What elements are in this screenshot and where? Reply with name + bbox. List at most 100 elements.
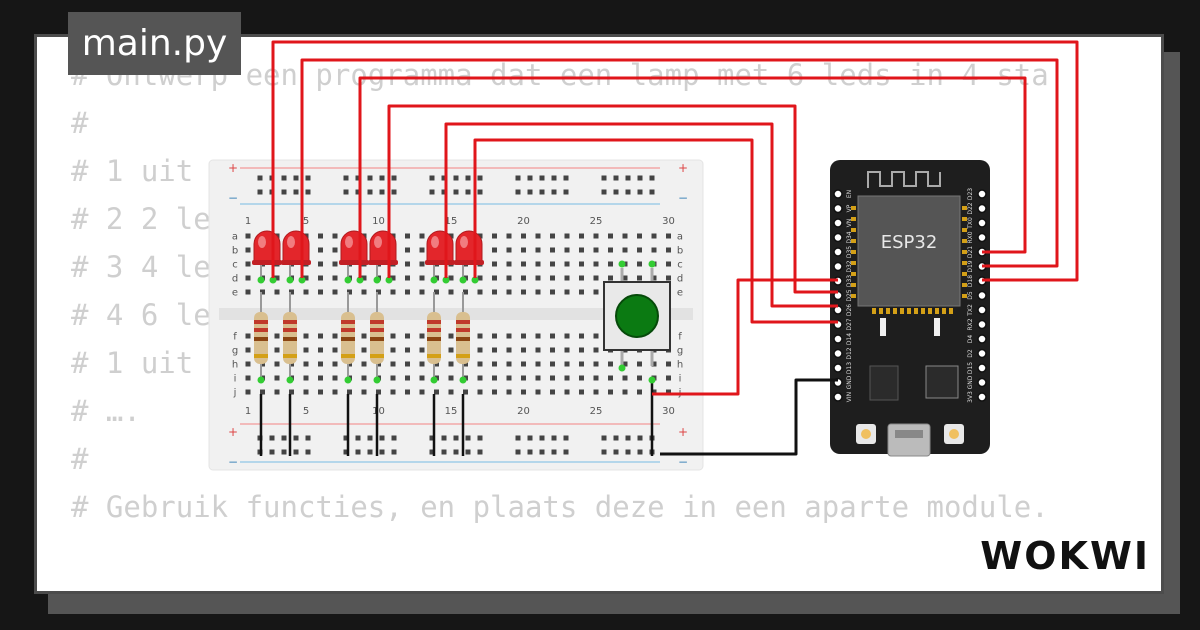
esp32-pin-label: D15 (967, 362, 974, 374)
resistor-band (427, 337, 441, 341)
resistor[interactable] (370, 312, 384, 364)
esp32-pin[interactable] (833, 232, 843, 243)
esp32-pin[interactable] (977, 363, 987, 373)
signal-wire[interactable] (387, 104, 838, 294)
rail-hole (305, 449, 311, 455)
breadboard-hole (289, 389, 294, 395)
breadboard-hole (608, 389, 613, 395)
esp32-pin-label: GND (967, 375, 974, 389)
rail-hole (551, 189, 557, 195)
rail-hole (305, 435, 311, 441)
esp32-pin[interactable] (833, 203, 843, 214)
esp32-pin[interactable] (833, 348, 843, 359)
esp32-pin[interactable] (833, 392, 843, 402)
breadboard-hole (405, 289, 410, 295)
pin-highlight (269, 276, 277, 284)
code-line[interactable]: # 3 4 le (71, 250, 211, 284)
esp32-pin[interactable] (977, 290, 987, 301)
signal-wire[interactable] (444, 122, 838, 308)
esp32-pin[interactable] (977, 232, 987, 243)
pin-highlight (373, 276, 381, 284)
breadboard-hole (521, 347, 526, 353)
breadboard-hole (318, 289, 323, 295)
breadboard-hole (593, 361, 599, 367)
rail-hole (625, 175, 631, 181)
code-line[interactable]: # (71, 442, 89, 476)
esp32-pin[interactable] (977, 319, 987, 330)
resistor[interactable] (283, 312, 297, 364)
rail-hole (613, 175, 619, 181)
breadboard-hole (347, 289, 352, 295)
esp32-pin[interactable] (833, 247, 843, 257)
rail-hole (527, 175, 533, 181)
rail-hole (367, 435, 373, 441)
breadboard-hole (477, 233, 483, 239)
esp32-chip-label: ESP32 (881, 232, 938, 253)
code-line[interactable]: # 4 6 le (71, 298, 211, 332)
column-label: 1 (245, 216, 251, 227)
gnd-wire[interactable] (660, 378, 838, 456)
push-button[interactable] (603, 260, 671, 384)
rail-hole (453, 189, 459, 195)
breadboard-hole (274, 289, 280, 295)
code-line[interactable]: # 2 2 le (71, 202, 211, 236)
components[interactable] (252, 230, 654, 456)
breadboard-hole (318, 389, 323, 395)
breadboard-hole (448, 233, 454, 239)
breadboard-hole (434, 289, 439, 295)
esp32-pin[interactable] (977, 377, 987, 388)
esp32-pin[interactable] (833, 261, 843, 272)
rail-hole (379, 449, 385, 455)
resistor[interactable] (341, 312, 355, 364)
esp32-pin[interactable] (977, 334, 987, 344)
esp32-pin[interactable] (977, 189, 987, 199)
module-pad (851, 206, 856, 210)
resistor[interactable] (254, 312, 268, 364)
wires[interactable] (271, 40, 1079, 456)
resistor-band (341, 320, 355, 324)
code-line[interactable]: # 1 uit (71, 346, 194, 380)
code-line[interactable]: # …. (71, 394, 141, 428)
code-line[interactable]: # 1 uit (71, 154, 194, 188)
resistor[interactable] (456, 312, 470, 364)
signal-wire[interactable] (652, 278, 838, 396)
esp32-pin[interactable] (977, 203, 987, 214)
esp32-pin[interactable] (833, 218, 843, 228)
module-pad (914, 308, 918, 314)
esp32-pin[interactable] (977, 348, 987, 359)
led-rim (454, 260, 484, 265)
breadboard-hole (651, 361, 657, 367)
esp32-pin[interactable] (833, 363, 843, 373)
breadboard-hole (608, 375, 613, 381)
rail-hole (441, 435, 447, 441)
code-line[interactable]: # (71, 106, 89, 140)
signal-wire[interactable] (300, 58, 1059, 278)
resistor-band (283, 328, 297, 332)
esp32-pin[interactable] (977, 305, 987, 315)
rail-hole (563, 189, 569, 195)
led-body (253, 230, 281, 263)
module-pad (851, 261, 856, 265)
esp32-pin[interactable] (977, 392, 987, 402)
breadboard-hole (448, 275, 454, 281)
signal-wire[interactable] (271, 40, 1079, 282)
esp32-pin[interactable] (833, 334, 843, 344)
row-label: h (232, 360, 238, 371)
esp32-pin[interactable] (977, 218, 987, 228)
file-tab-main-py[interactable]: main.py (68, 12, 241, 75)
row-label: d (232, 274, 238, 285)
breadboard-hole (332, 233, 338, 239)
breadboard-hole (564, 233, 570, 239)
resistor[interactable] (427, 312, 441, 364)
signal-wire[interactable] (358, 76, 1027, 278)
row-label: e (232, 288, 238, 299)
code-line[interactable]: # Gebruik functies, en plaats deze in ee… (71, 490, 1049, 524)
button-cap[interactable] (615, 294, 659, 338)
rail-hole (613, 189, 619, 195)
esp32-pin[interactable] (833, 189, 843, 199)
signal-wire[interactable] (473, 138, 838, 324)
esp32-board[interactable]: ESP32 ENVPVND34D35D32D33D25D26D27D14D12D… (830, 160, 990, 457)
breadboard-hole (492, 261, 497, 267)
breadboard-hole (651, 247, 657, 253)
esp32-pin-label: D25 (846, 289, 853, 301)
